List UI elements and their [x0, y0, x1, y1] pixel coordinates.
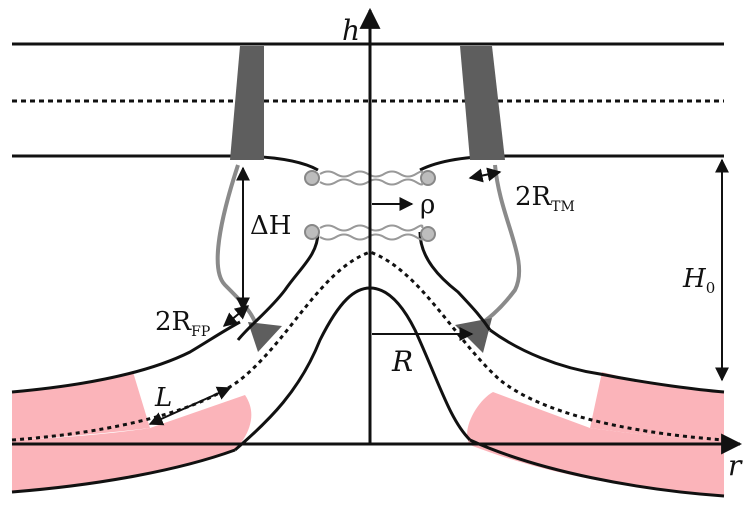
h-axis-label: h	[342, 14, 360, 47]
stalk-right-outer	[418, 231, 492, 331]
h0-sub: 0	[706, 279, 716, 297]
tm-column-left	[230, 46, 264, 160]
pink-region-right	[590, 372, 724, 440]
linker-left	[215, 164, 257, 323]
upper-membrane-bottom-right	[419, 154, 724, 172]
r-fp-arrow	[222, 305, 250, 327]
r-tm-prefix: 2R	[515, 182, 553, 212]
fp-triangle-left	[248, 322, 282, 352]
rho-label: ρ	[420, 190, 435, 220]
lipid-molecules	[304, 170, 436, 242]
h0-main: H	[682, 264, 707, 294]
r-axis-label: r	[728, 449, 743, 482]
lipid-head-upper-right	[420, 170, 436, 186]
lower-membrane-left-bottom	[11, 448, 236, 494]
lipid-tails	[319, 170, 424, 241]
l-label: L	[154, 383, 172, 413]
lipid-head-lower-right	[420, 226, 436, 242]
l-arrow	[148, 386, 232, 426]
r-tm-label: 2RTM	[515, 182, 575, 215]
tm-column-right	[460, 46, 505, 160]
stalk-left-outer	[236, 231, 320, 341]
r-tm-sub: TM	[551, 199, 575, 215]
big-r-label: R	[391, 345, 413, 378]
lipid-head-upper-left	[304, 170, 320, 186]
r-tm-arrow	[468, 167, 502, 183]
lower-membrane-left-top	[11, 320, 241, 394]
linker-right	[477, 164, 522, 327]
upper-membrane-bottom-left	[12, 154, 319, 172]
delta-h-label: ΔH	[250, 211, 291, 241]
lower-membrane-right-top	[489, 328, 725, 394]
lower-membrane-dome	[234, 286, 472, 452]
lipid-head-lower-left	[304, 224, 320, 240]
r-fp-sub: FP	[191, 324, 210, 340]
fp-triangle-right	[455, 318, 492, 353]
lower-membrane-right-bottom	[469, 438, 725, 498]
h0-label: H0	[682, 264, 715, 297]
r-fp-label: 2RFP	[155, 307, 210, 340]
r-fp-prefix: 2R	[155, 307, 193, 337]
